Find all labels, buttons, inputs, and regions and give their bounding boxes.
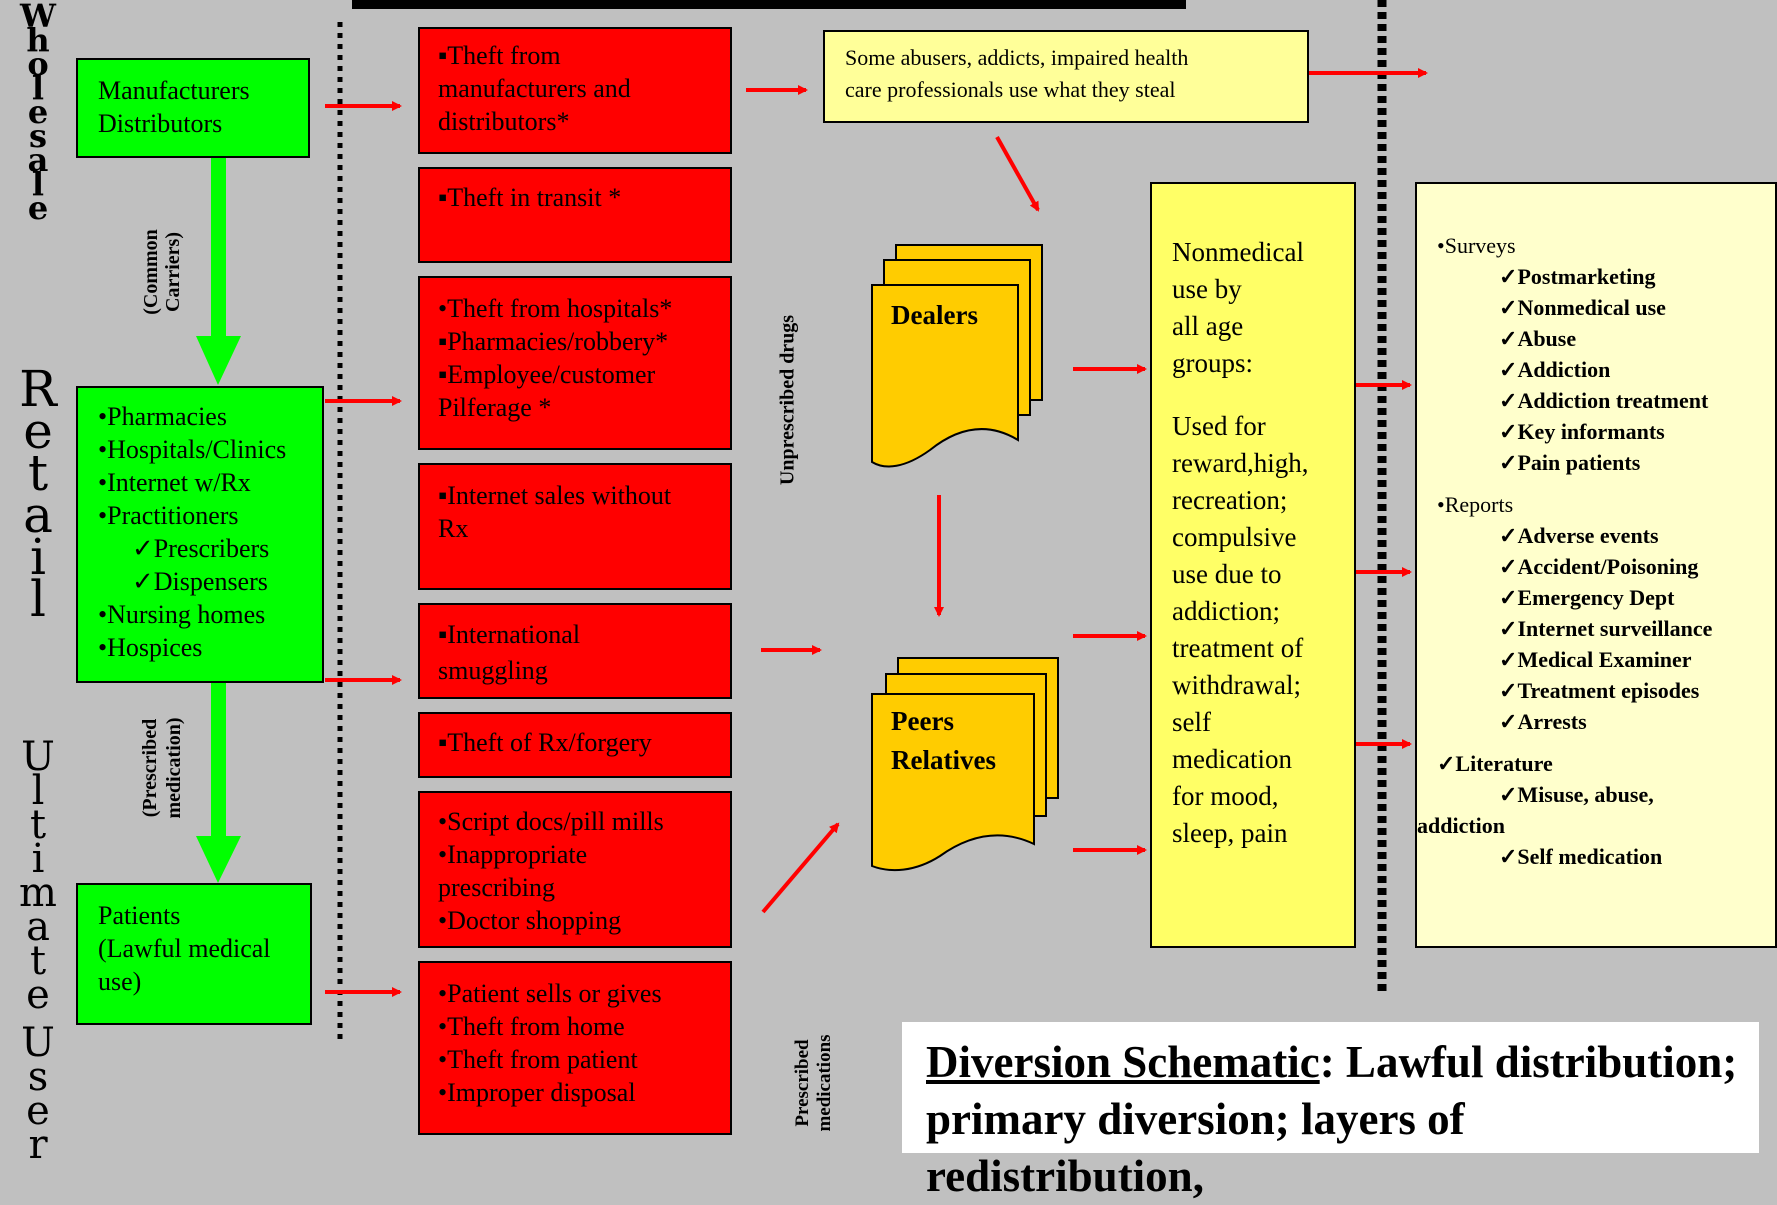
reports-title: •Reports bbox=[1437, 492, 1514, 517]
arrow-abusers-to-dealers bbox=[995, 136, 1040, 212]
section-letter: m bbox=[19, 870, 57, 916]
surveys-title: •Surveys bbox=[1437, 233, 1516, 258]
patients-box: Patients (Lawful medical use) bbox=[76, 883, 312, 1025]
manufacturers-distributors-box: Manufacturers Distributors bbox=[76, 58, 310, 158]
section-letter: W bbox=[20, 0, 56, 35]
title-line2: primary diversion; layers of redistribut… bbox=[926, 1094, 1465, 1201]
dealers-label: Dealers bbox=[891, 300, 978, 330]
section-letter: e bbox=[23, 402, 53, 460]
survey-item: Abuse bbox=[1499, 323, 1775, 354]
top-bar bbox=[352, 0, 1186, 9]
literature-item: ✓Misuse, abuse, bbox=[1499, 782, 1654, 807]
section-letter: e bbox=[26, 972, 50, 1018]
theft-hospitals-box: •Theft from hospitals*▪Pharmacies/robber… bbox=[418, 276, 732, 450]
retail-outlets-box: •Pharmacies •Hospitals/Clinics •Internet… bbox=[76, 386, 324, 683]
section-letter: i bbox=[31, 836, 45, 882]
section-letter: U bbox=[21, 734, 55, 780]
survey-item: Addiction treatment bbox=[1499, 385, 1775, 416]
section-letter: e bbox=[27, 189, 49, 227]
section-letter: U bbox=[21, 1020, 55, 1066]
section-letter: l bbox=[30, 570, 46, 628]
report-item: Medical Examiner bbox=[1499, 644, 1775, 675]
report-item: Accident/Poisoning bbox=[1499, 551, 1775, 582]
report-item: Treatment episodes bbox=[1499, 675, 1775, 706]
title-rest: : Lawful distribution; bbox=[1319, 1037, 1738, 1087]
section-letter: e bbox=[27, 93, 49, 131]
section-letter: o bbox=[27, 45, 49, 83]
survey-item: Addiction bbox=[1499, 354, 1775, 385]
section-letter: i bbox=[30, 528, 46, 586]
dealers-document-stack bbox=[871, 244, 1043, 468]
reports-list: Adverse eventsAccident/PoisoningEmergenc… bbox=[1437, 520, 1775, 737]
section-letter: a bbox=[26, 904, 50, 950]
section-letter: t bbox=[29, 938, 47, 984]
section-letter: l bbox=[31, 165, 45, 203]
section-letter: s bbox=[27, 1054, 49, 1100]
title-underlined: Diversion Schematic bbox=[926, 1037, 1320, 1087]
section-letter: R bbox=[19, 360, 57, 418]
section-letter: e bbox=[26, 1088, 50, 1134]
surveys-list: PostmarketingNonmedical useAbuseAddictio… bbox=[1437, 261, 1775, 478]
diagram-title: Diversion Schematic: Lawful distribution… bbox=[902, 1022, 1759, 1201]
section-letter: s bbox=[28, 117, 47, 155]
literature-title: ✓Literature bbox=[1437, 751, 1553, 776]
peers-label: Peers bbox=[891, 706, 954, 736]
diagram-graphics: Dealers Peers Relatives bbox=[196, 0, 1428, 1040]
literature-item: addiction bbox=[1417, 813, 1506, 838]
survey-item: Postmarketing bbox=[1499, 261, 1775, 292]
patient-sells-box: •Patient sells or gives•Theft from home•… bbox=[418, 961, 732, 1135]
relatives-label: Relatives bbox=[891, 745, 996, 775]
section-letter: h bbox=[26, 21, 50, 59]
report-item: Internet surveillance bbox=[1499, 613, 1775, 644]
report-item: Arrests bbox=[1499, 706, 1775, 737]
report-item: Emergency Dept bbox=[1499, 582, 1775, 613]
theft-rx-forgery-box: ▪Theft of Rx/forgery bbox=[418, 712, 732, 778]
section-letter: l bbox=[31, 768, 45, 814]
arrow-script-to-peers bbox=[761, 822, 840, 914]
survey-item: Pain patients bbox=[1499, 447, 1775, 478]
section-letter: a bbox=[23, 486, 53, 544]
section-letter: a bbox=[27, 141, 49, 179]
peers-document-stack bbox=[871, 657, 1059, 872]
section-letter: t bbox=[27, 444, 49, 502]
green-arrow-wholesale-to-retail bbox=[196, 158, 241, 385]
literature-item: ✓Self medication bbox=[1499, 844, 1663, 869]
section-letter: l bbox=[31, 69, 45, 107]
survey-item: Key informants bbox=[1499, 416, 1775, 447]
survey-item: Nonmedical use bbox=[1499, 292, 1775, 323]
report-item: Adverse events bbox=[1499, 520, 1775, 551]
theft-transit-box: ▪Theft in transit * bbox=[418, 167, 732, 263]
surveillance-box: •Surveys PostmarketingNonmedical useAbus… bbox=[1415, 182, 1777, 948]
green-arrow-retail-to-patients bbox=[196, 683, 241, 883]
section-letter: t bbox=[29, 802, 47, 848]
